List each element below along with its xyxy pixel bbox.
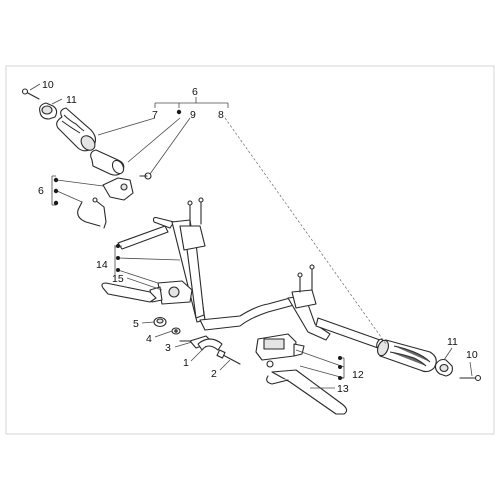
washer <box>171 327 181 335</box>
callout-6-left: 6 <box>38 185 44 197</box>
callout-12: 12 <box>352 369 364 381</box>
throttle-sleeve <box>90 149 125 176</box>
callout-6-top: 6 <box>192 86 198 98</box>
right-bar-end-screw <box>459 374 482 382</box>
spacer-bushing <box>153 316 167 328</box>
callout-13: 13 <box>337 383 349 395</box>
callout-8: 8 <box>218 109 224 121</box>
throttle-cable <box>77 197 107 229</box>
right-bar-end-weight <box>434 358 453 377</box>
diagram-frame <box>5 65 495 435</box>
callout-14: 14 <box>96 259 108 271</box>
callout-3: 3 <box>165 342 171 354</box>
callout-9: 9 <box>190 109 196 121</box>
left-bar-end-screw <box>21 88 40 100</box>
right-grip <box>377 339 437 373</box>
callout-4: 4 <box>146 333 152 345</box>
callout-2: 2 <box>211 368 217 380</box>
bullet <box>53 188 59 194</box>
bullet <box>338 376 342 380</box>
bullet <box>338 365 342 369</box>
bullet <box>116 244 120 248</box>
bullet <box>53 177 59 183</box>
left-brake-master-cylinder <box>149 280 193 305</box>
callout-11-left: 11 <box>66 94 77 106</box>
bullet <box>338 356 342 360</box>
callout-5: 5 <box>133 318 139 330</box>
bullet <box>176 109 182 115</box>
callout-15: 15 <box>112 273 124 285</box>
callout-1: 1 <box>183 357 189 369</box>
left-bar-end-weight <box>39 102 58 120</box>
callout-7: 7 <box>152 109 158 121</box>
left-brake-lever <box>101 282 157 303</box>
bullet <box>53 200 59 206</box>
callout-10-right: 10 <box>466 349 478 361</box>
bullet <box>116 268 120 272</box>
bullet <box>116 256 120 260</box>
right-brake-lever <box>266 369 348 415</box>
handlebar-frame <box>117 197 384 350</box>
callout-11-right: 11 <box>447 336 458 348</box>
left-grip <box>56 107 97 152</box>
mounting-bolt <box>216 349 241 365</box>
callout-10-left: 10 <box>42 79 54 91</box>
throttle-housing <box>102 172 152 201</box>
right-brake-master-cylinder <box>255 333 305 368</box>
